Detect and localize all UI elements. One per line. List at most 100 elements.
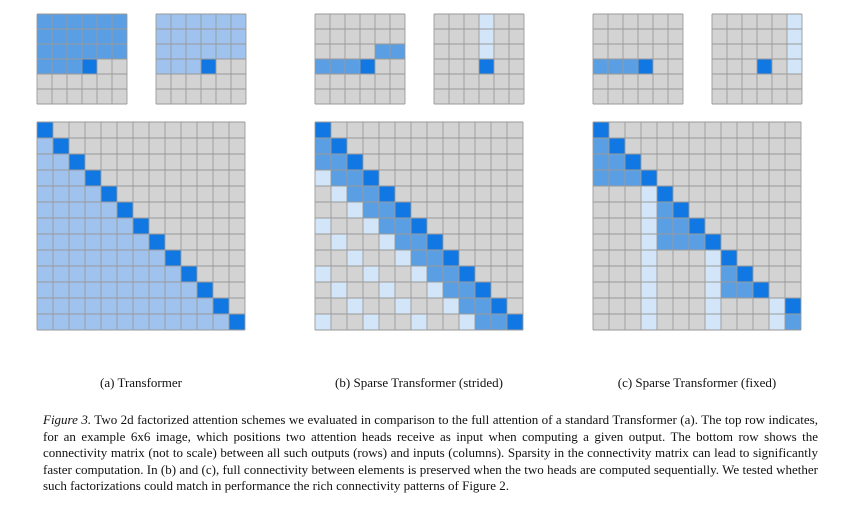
cell-empty — [625, 202, 641, 218]
cell-output — [479, 59, 494, 74]
cell-attended-primary — [721, 266, 737, 282]
cell-empty — [133, 186, 149, 202]
cell-attended — [37, 170, 53, 186]
cell-empty — [427, 122, 443, 138]
cell-empty — [216, 59, 231, 74]
cell-empty — [97, 74, 112, 89]
cell-empty — [785, 138, 801, 154]
panel-a-head-2-grid — [155, 13, 247, 105]
cell-empty — [390, 89, 405, 104]
cell-empty — [657, 266, 673, 282]
cell-output — [705, 234, 721, 250]
cell-empty — [149, 138, 165, 154]
cell-attended — [85, 298, 101, 314]
cell-attended-secondary — [315, 314, 331, 330]
cell-empty — [638, 89, 653, 104]
cell-attended — [171, 59, 186, 74]
cell-empty — [459, 138, 475, 154]
cell-empty — [625, 314, 641, 330]
cell-empty — [772, 74, 787, 89]
cell-output — [657, 186, 673, 202]
cell-empty — [653, 14, 668, 29]
cell-empty — [757, 29, 772, 44]
cell-empty — [181, 218, 197, 234]
cell-empty — [769, 282, 785, 298]
cell-empty — [330, 14, 345, 29]
cell-empty — [363, 154, 379, 170]
cell-empty — [459, 250, 475, 266]
cell-empty — [769, 138, 785, 154]
cell-empty — [753, 314, 769, 330]
cell-attended-secondary — [363, 266, 379, 282]
cell-empty — [593, 314, 609, 330]
cell-attended-secondary — [787, 44, 802, 59]
cell-empty — [347, 314, 363, 330]
panel-b-head-2-grid — [433, 13, 525, 105]
cell-empty — [721, 298, 737, 314]
cell-empty — [181, 234, 197, 250]
cell-empty — [785, 154, 801, 170]
cell-attended-secondary — [379, 282, 395, 298]
cell-empty — [165, 234, 181, 250]
cell-attended-secondary — [347, 202, 363, 218]
cell-output — [197, 282, 213, 298]
cell-attended — [85, 186, 101, 202]
cell-attended-primary — [443, 266, 459, 282]
cell-empty — [593, 266, 609, 282]
cell-attended-primary — [347, 170, 363, 186]
cell-empty — [97, 59, 112, 74]
cell-attended-secondary — [315, 266, 331, 282]
cell-empty — [216, 74, 231, 89]
cell-empty — [668, 74, 683, 89]
cell-output — [181, 266, 197, 282]
cell-empty — [705, 138, 721, 154]
cell-attended — [53, 218, 69, 234]
cell-empty — [464, 89, 479, 104]
cell-empty — [593, 282, 609, 298]
cell-attended — [133, 250, 149, 266]
cell-attended — [101, 266, 117, 282]
cell-empty — [443, 138, 459, 154]
cell-attended-primary — [82, 29, 97, 44]
cell-empty — [197, 250, 213, 266]
cell-empty — [507, 170, 523, 186]
cell-empty — [395, 122, 411, 138]
cell-empty — [213, 218, 229, 234]
cell-empty — [609, 314, 625, 330]
cell-output — [347, 154, 363, 170]
cell-empty — [769, 202, 785, 218]
cell-attended — [53, 282, 69, 298]
cell-empty — [638, 44, 653, 59]
cell-attended-primary — [37, 29, 52, 44]
cell-attended-primary — [459, 282, 475, 298]
cell-attended-primary — [673, 218, 689, 234]
cell-attended-primary — [785, 314, 801, 330]
cell-attended-primary — [37, 14, 52, 29]
cell-attended-primary — [375, 44, 390, 59]
cell-empty — [689, 250, 705, 266]
cell-attended-primary — [689, 234, 705, 250]
cell-empty — [315, 234, 331, 250]
cell-attended — [37, 234, 53, 250]
cell-attended — [156, 29, 171, 44]
cell-empty — [363, 282, 379, 298]
cell-attended — [171, 44, 186, 59]
cell-empty — [593, 14, 608, 29]
cell-output — [625, 154, 641, 170]
cell-attended — [85, 314, 101, 330]
cell-empty — [427, 186, 443, 202]
cell-attended-primary — [737, 282, 753, 298]
cell-attended — [37, 154, 53, 170]
cell-attended — [101, 202, 117, 218]
cell-empty — [171, 89, 186, 104]
cell-empty — [197, 234, 213, 250]
cell-attended-primary — [623, 59, 638, 74]
cell-output — [395, 202, 411, 218]
cell-empty — [347, 138, 363, 154]
cell-empty — [395, 314, 411, 330]
cell-attended — [101, 282, 117, 298]
cell-attended-primary — [390, 44, 405, 59]
cell-empty — [315, 74, 330, 89]
cell-attended-primary — [67, 29, 82, 44]
cell-empty — [186, 89, 201, 104]
